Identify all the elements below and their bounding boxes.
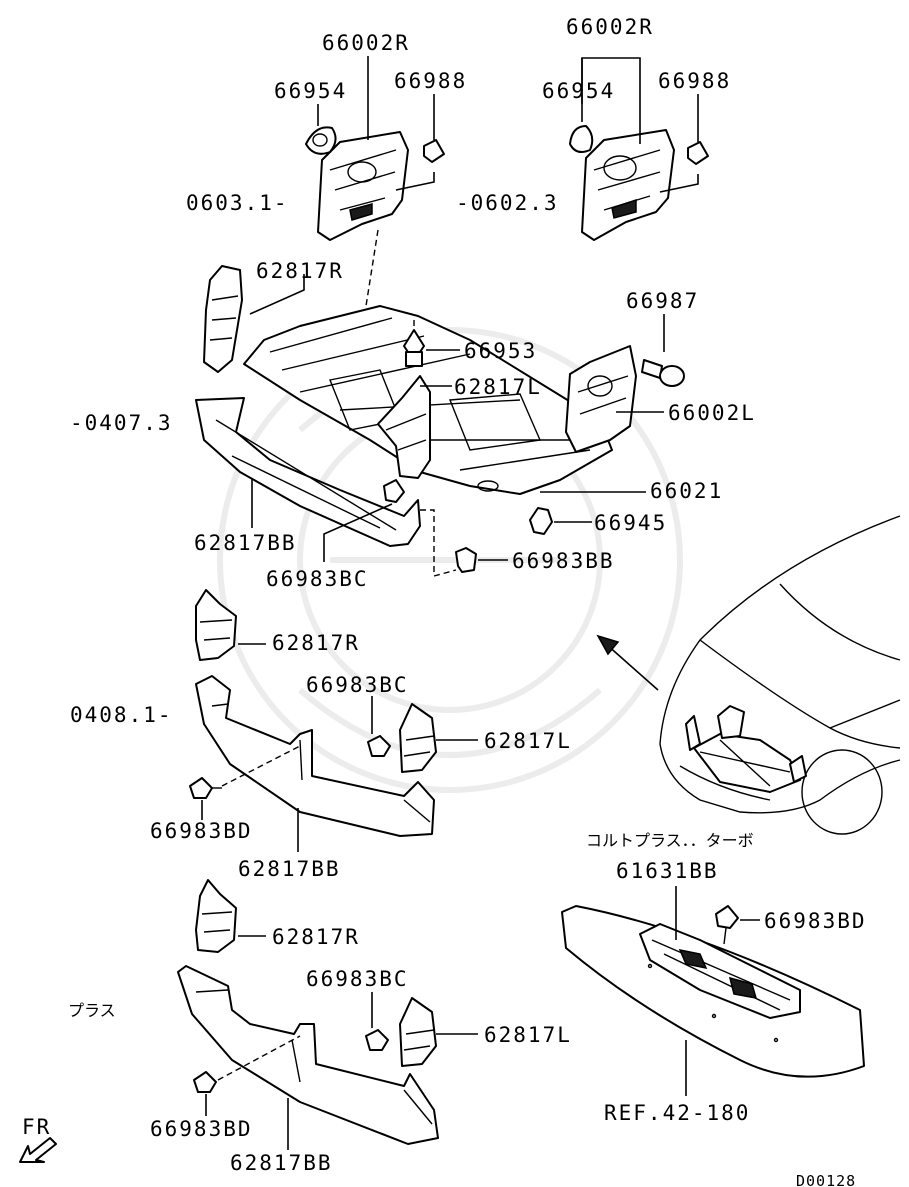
label-61631bb: 61631BB xyxy=(616,859,719,883)
heat-shield-66002r-right xyxy=(581,129,675,241)
under-cover-61631bb xyxy=(639,923,801,1019)
label-date-0603: 0603.1- xyxy=(186,191,289,215)
label-66954-right: 66954 xyxy=(542,79,615,103)
label-fr: FR xyxy=(22,1115,51,1139)
label-variant-colt: コルトプラス．．ターボ xyxy=(586,831,754,850)
rivet-66983bd-lower xyxy=(193,1071,217,1093)
label-date-0408: 0408.1- xyxy=(70,703,173,727)
front-lip-62817bb-middle xyxy=(195,675,435,837)
label-62817r-middle: 62817R xyxy=(272,631,360,655)
label-62817bb-middle: 62817BB xyxy=(238,857,341,881)
bracket-62817l-upper xyxy=(377,375,431,479)
label-ref-42-180: REF.42-180 xyxy=(604,1101,750,1125)
direction-arrow xyxy=(596,634,659,691)
rivet-66983bd-middle xyxy=(189,777,222,799)
clip-66988-left xyxy=(423,139,445,163)
label-62817bb-lower: 62817BB xyxy=(230,1151,333,1175)
bracket-62817r-middle xyxy=(195,589,237,661)
label-66988-left: 66988 xyxy=(394,69,467,93)
label-66945: 66945 xyxy=(594,511,667,535)
label-62817bb-upper: 62817BB xyxy=(194,531,297,555)
label-diagram-code: D00128 xyxy=(796,1172,856,1187)
label-66983bc-lower: 66983BC xyxy=(306,967,409,991)
clip-66988-right xyxy=(687,141,709,165)
bracket-62817r-lower xyxy=(195,879,237,953)
label-66988-right: 66988 xyxy=(658,69,731,93)
front-lip-62817bb-lower xyxy=(177,965,439,1145)
label-66002r-right: 66002R xyxy=(566,15,654,39)
pushpin-66953 xyxy=(403,329,425,367)
label-66983bd-lower: 66983BD xyxy=(150,1117,253,1141)
grommet-66954-right xyxy=(569,125,594,153)
label-66002l: 66002L xyxy=(668,401,756,425)
heat-shield-66002l xyxy=(565,345,637,453)
rivet-66983bc-lower xyxy=(365,1029,389,1051)
label-62817l-lower: 62817L xyxy=(484,1023,572,1047)
car-outline xyxy=(659,515,901,835)
clip-66983bb xyxy=(455,547,477,573)
grommet-66954-left xyxy=(305,126,337,155)
label-66983bc-middle: 66983BC xyxy=(306,673,409,697)
label-66953: 66953 xyxy=(464,339,537,363)
label-66983bb: 66983BB xyxy=(512,549,615,573)
label-62817l-upper: 62817L xyxy=(454,375,542,399)
front-lip-62817bb-upper xyxy=(195,397,421,547)
label-62817r-lower: 62817R xyxy=(272,925,360,949)
bracket-62817l-lower xyxy=(399,997,437,1067)
clip-66945 xyxy=(529,507,553,535)
label-66021: 66021 xyxy=(650,479,723,503)
label-66983bd-ref: 66983BD xyxy=(764,909,867,933)
front-arrow-icon xyxy=(19,1137,57,1163)
heat-shield-66002r-left xyxy=(317,131,409,241)
rivet-66983bc-middle xyxy=(367,735,391,757)
label-date-0602: -0602.3 xyxy=(456,191,559,215)
label-variant-plus: プラス xyxy=(68,1001,116,1020)
label-62817r-upper: 62817R xyxy=(256,259,344,283)
label-62817l-middle: 62817L xyxy=(484,729,572,753)
bolt-66987 xyxy=(641,359,685,387)
rivet-66983bd-ref xyxy=(715,905,739,945)
bracket-62817r-upper xyxy=(203,265,243,373)
label-66983bd-middle: 66983BD xyxy=(150,819,253,843)
label-66954-left: 66954 xyxy=(274,79,347,103)
rivet-66983bc-upper xyxy=(383,479,405,503)
label-date-0407: -0407.3 xyxy=(70,411,173,435)
label-66987: 66987 xyxy=(626,289,699,313)
bracket-62817l-middle xyxy=(399,703,437,773)
label-66002r-left: 66002R xyxy=(322,31,410,55)
label-66983bc-upper: 66983BC xyxy=(266,567,369,591)
